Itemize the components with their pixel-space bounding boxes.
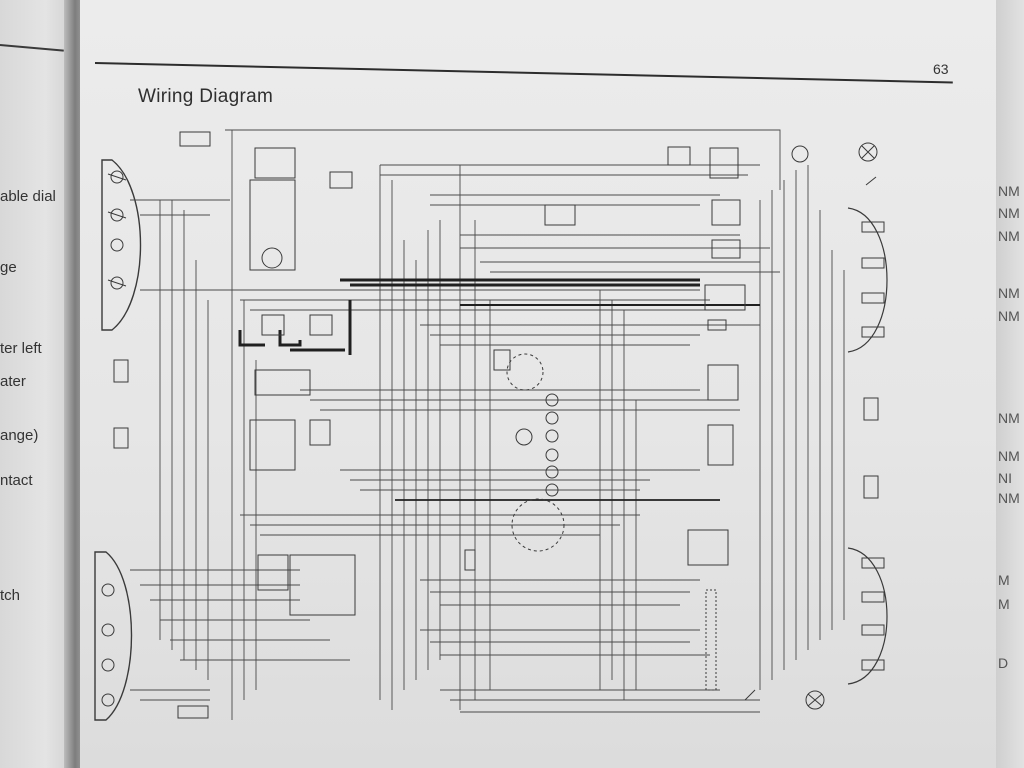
right-page-fragment: NM <box>998 448 1020 464</box>
switch <box>707 424 734 466</box>
right-facing-page <box>996 0 1024 768</box>
left-page-fragment: able dial <box>0 188 56 205</box>
switch <box>704 284 746 311</box>
relay-block <box>254 369 311 396</box>
right-page-fragment: NM <box>998 285 1020 301</box>
right-page-fragment: NM <box>998 490 1020 506</box>
left-page-fragment: ntact <box>0 472 33 489</box>
right-page-fragment: NM <box>998 308 1020 324</box>
instrument-gauge <box>511 498 565 552</box>
instrument-gauge <box>506 353 544 391</box>
right-page-fragment: NM <box>998 410 1020 426</box>
side-marker-lamp <box>863 397 879 421</box>
horn-switch <box>791 142 878 186</box>
alternator-block <box>249 179 296 271</box>
right-page-fragment: M <box>998 572 1010 588</box>
left-front-light-cluster <box>101 159 142 331</box>
left-page-fragment: ge <box>0 259 17 276</box>
switch <box>707 364 739 401</box>
right-page-fragment: NI <box>998 470 1012 486</box>
bottom-right-switch <box>744 689 825 710</box>
left-page-fragment: tch <box>0 587 21 604</box>
connector-block <box>329 171 353 189</box>
regulator <box>254 147 296 179</box>
page-title: Wiring Diagram <box>138 86 274 107</box>
page-number: 63 <box>933 61 949 77</box>
right-page-fragment: NM <box>998 228 1020 244</box>
instrument-gauge <box>515 428 533 446</box>
left-rear-light-cluster <box>94 551 133 721</box>
warning-lamp-column <box>545 393 559 497</box>
fuse <box>179 131 211 147</box>
left-facing-page: able dial ge ter left ater ange) ntact t… <box>0 0 76 768</box>
fuse <box>177 705 209 719</box>
right-rear-lamps <box>847 547 888 685</box>
right-page-fragment: M <box>998 596 1010 612</box>
switch <box>687 529 729 566</box>
left-page-fragment: ater <box>0 373 26 390</box>
side-marker-lamp <box>863 475 879 499</box>
right-page-fragment: NM <box>998 205 1020 221</box>
right-page-fragment: D <box>998 655 1009 671</box>
right-page-fragment: NM <box>998 183 1020 199</box>
left-page-fragment: ange) <box>0 427 39 444</box>
connector-strip <box>705 589 717 691</box>
fuse-box <box>289 554 356 616</box>
right-front-lamps <box>847 207 888 353</box>
relay <box>709 147 739 179</box>
left-page-fragment: ter left <box>0 340 42 357</box>
